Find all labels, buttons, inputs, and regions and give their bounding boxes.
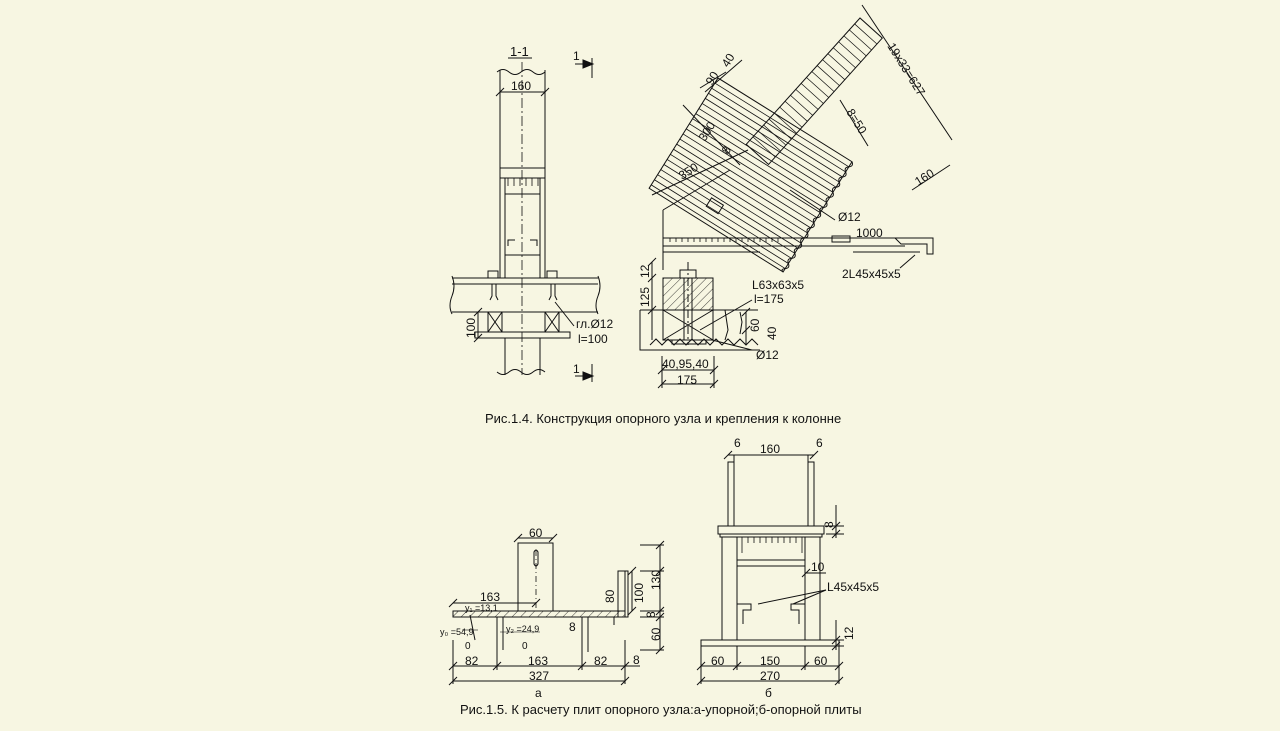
bolt-len-label: l=100 [578,332,608,346]
cut-mark-top: 1 [573,49,580,63]
a-zero-2: 0 [522,641,528,652]
a-dim-80: 80 [603,589,617,603]
a-dim-163-top: 163 [480,590,500,604]
b-dim-60-right: 60 [814,654,828,668]
dim-bottom-total: 175 [677,373,697,387]
dim-col-width: 160 [511,79,531,93]
dim-40-right: 40 [765,326,779,340]
fig-1-5a-thrust-plate [448,533,665,686]
bolt-d12-top: Ø12 [838,210,861,224]
a-dim-8-vert: 8 [644,611,658,618]
angle-L63: L63x63x5 [752,278,804,292]
a-dim-82-left: 82 [465,654,479,668]
a-dim-60: 60 [529,526,543,540]
dim-8: 8 [719,143,735,156]
side-elevation-view [639,4,953,389]
dim-350: 350 [676,160,701,183]
a-dim-130: 130 [649,570,663,590]
a-zero-1: 0 [465,641,471,652]
dim-bottom-seq: 40,95,40 [662,357,709,371]
a-dim-total: 327 [529,669,549,683]
bolt-hole-label: гл.Ø12 [576,317,613,331]
angle-2L45: 2L45x45x5 [842,267,901,281]
dim-100: 100 [464,318,478,338]
b-dim-8: 8 [822,521,836,528]
a-dim-163-bottom: 163 [528,654,548,668]
b-dim-150: 150 [760,654,780,668]
figure-1-5-caption: Рис.1.5. К расчету плит опорного узла:а-… [460,702,862,717]
b-dim-12: 12 [842,626,856,640]
a-y2: y₂ =24,9 [506,624,539,634]
b-dim-10: 10 [811,560,825,574]
figure-1-4-caption: Рис.1.4. Конструкция опорного узла и кре… [485,411,842,426]
a-dim-8-mid: 8 [569,620,576,634]
b-dim-160: 160 [760,442,780,456]
a-y1: y₁ =13,1 [465,603,498,613]
dim-12-vert: 12 [638,264,652,278]
b-angle: L45x45x5 [827,580,879,594]
bolt-d12-bottom: Ø12 [756,348,779,362]
fig-1-5b-base-plate [696,450,844,686]
a-y0: y₀ =54,9 [440,627,474,637]
dim-1000: 1000 [856,226,883,240]
a-dim-8-bottom: 8 [633,653,640,667]
section-label: 1-1 [510,44,529,59]
section-1-1-view [449,57,601,382]
a-dim-82-right: 82 [594,654,608,668]
len-175: l=175 [754,292,784,306]
b-dim-60-left: 60 [711,654,725,668]
a-label: а [535,686,542,700]
dim-60-right: 60 [748,318,762,332]
b-dim-6-right: 6 [816,436,823,450]
a-dim-60-vert: 60 [649,627,663,641]
b-dim-total: 270 [760,669,780,683]
cut-mark-bottom: 1 [573,362,580,376]
b-label: б [765,686,772,700]
b-dim-6-left: 6 [734,436,741,450]
dim-8-50: 8=50 [843,106,869,137]
dim-19x33: 19х33=627 [884,40,928,98]
a-dim-100: 100 [632,583,646,603]
dim-125: 125 [638,287,652,307]
dim-160-right: 160 [912,166,937,189]
